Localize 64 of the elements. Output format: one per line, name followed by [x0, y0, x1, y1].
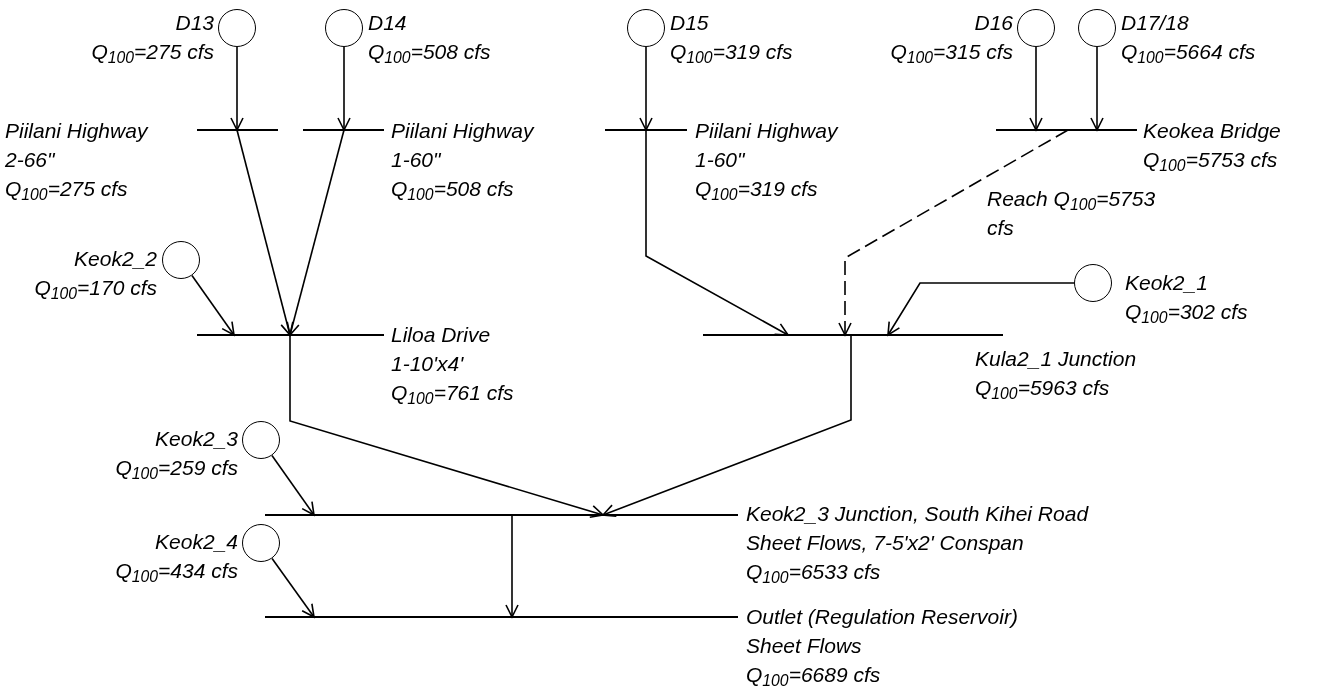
flow-label: Q$_{100}$=761 cfs: [391, 380, 514, 407]
flow-label: Keok2_4: [155, 529, 238, 555]
junction-line: [197, 334, 384, 336]
flow-label: 2-66": [5, 147, 55, 173]
flow-label: Q$_{100}$=275 cfs: [91, 39, 214, 66]
flow-label: Keokea Bridge: [1143, 118, 1281, 144]
flow-arrow: [286, 129, 345, 336]
flow-label: Q$_{100}$=5664 cfs: [1121, 39, 1256, 66]
junction-line: [703, 334, 1003, 336]
flow-label: Keok2_1: [1125, 270, 1208, 296]
flow-label: Q$_{100}$=319 cfs: [695, 176, 818, 203]
flow-arrow: [1090, 46, 1104, 131]
flow-label: Q$_{100}$=5753 cfs: [1143, 147, 1278, 174]
flow-label: Liloa Drive: [391, 322, 491, 348]
flow-arrow: [1029, 46, 1043, 131]
flow-label: Keok2_3: [155, 426, 238, 452]
flow-arrow: [602, 334, 852, 518]
flow-label: Q$_{100}$=275 cfs: [5, 176, 128, 203]
junction-line: [996, 129, 1137, 131]
flow-arrow: [271, 557, 315, 618]
flow-label: Keok2_2: [74, 246, 157, 272]
flow-label: Outlet (Regulation Reservoir): [746, 604, 1018, 630]
flow-arrow: [505, 514, 519, 618]
flow-label: Keok2_3 Junction, South Kihei Road: [746, 501, 1089, 527]
flow-label: Piilani Highway: [5, 118, 148, 144]
flow-arrow: [289, 334, 604, 519]
flow-label: D16: [974, 10, 1013, 36]
flow-label: Q$_{100}$=319 cfs: [670, 39, 793, 66]
flow-label: Q$_{100}$=259 cfs: [115, 455, 238, 482]
junction-line: [265, 514, 738, 516]
junction-line: [605, 129, 687, 131]
flow-arrow: [887, 282, 1075, 336]
flow-label: Sheet Flows: [746, 633, 862, 659]
flow-label: D15: [670, 10, 709, 36]
flow-label: Q$_{100}$=302 cfs: [1125, 299, 1248, 326]
junction-line: [303, 129, 384, 131]
flow-label: Q$_{100}$=508 cfs: [391, 176, 514, 203]
junction-line: [197, 129, 278, 131]
junction-line: [265, 616, 738, 618]
flow-label: Q$_{100}$=6689 cfs: [746, 662, 881, 689]
flow-arrow: [337, 46, 351, 131]
flow-label: Q$_{100}$=5963 cfs: [975, 375, 1110, 402]
flow-label: Sheet Flows, 7-5'x2' Conspan: [746, 530, 1024, 556]
flow-arrow: [271, 454, 315, 516]
flow-arrow: [838, 129, 1069, 336]
flow-arrow: [230, 46, 244, 131]
flow-label: D13: [175, 10, 214, 36]
flow-label: Q$_{100}$=315 cfs: [890, 39, 1013, 66]
flow-arrow: [236, 129, 294, 336]
flow-label: Q$_{100}$=170 cfs: [34, 275, 157, 302]
flow-label: Piilani Highway: [695, 118, 838, 144]
flow-label: Q$_{100}$=6533 cfs: [746, 559, 881, 586]
flow-arrow: [191, 274, 235, 336]
flow-label: Q$_{100}$=434 cfs: [115, 558, 238, 585]
flow-label: 1-60": [391, 147, 441, 173]
flow-label: Kula2_1 Junction: [975, 346, 1137, 372]
flow-label: D14: [368, 10, 407, 36]
flow-label: 1-60": [695, 147, 745, 173]
flow-label: Piilani Highway: [391, 118, 534, 144]
flow-arrow: [645, 129, 789, 336]
flow-label: Q$_{100}$=508 cfs: [368, 39, 491, 66]
flow-label: 1-10'x4': [391, 351, 464, 377]
flow-arrow: [639, 46, 653, 131]
flow-label: D17/18: [1121, 10, 1189, 36]
